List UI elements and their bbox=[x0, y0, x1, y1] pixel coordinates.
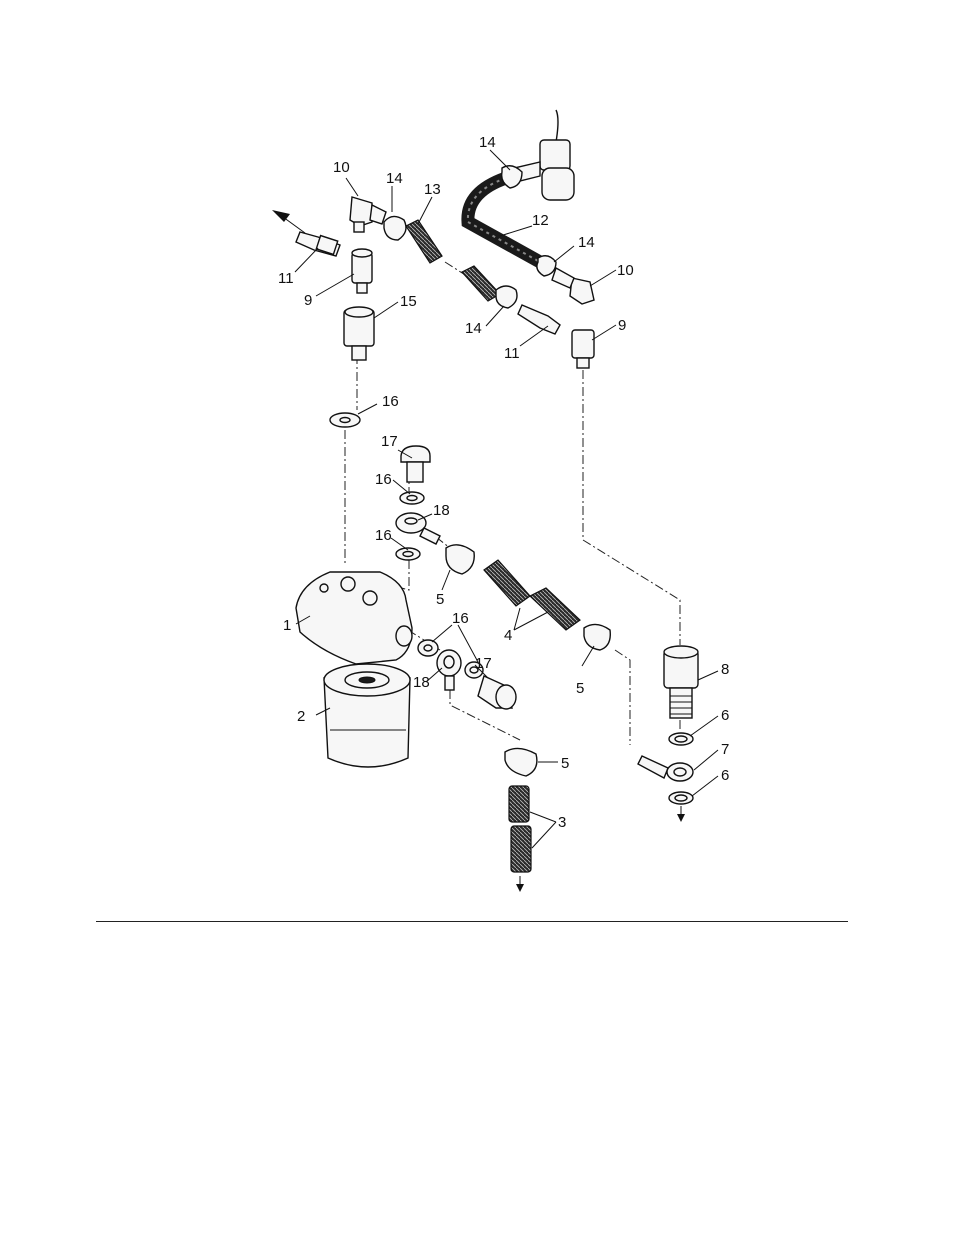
callout-9-left: 9 bbox=[304, 292, 312, 309]
callout-17-top: 17 bbox=[381, 433, 398, 450]
callout-5-right: 5 bbox=[576, 680, 584, 697]
callout-16-top: 16 bbox=[382, 393, 399, 410]
callout-12: 12 bbox=[532, 212, 549, 229]
part-5-clamp-lower bbox=[505, 748, 537, 776]
callout-16-centre-lower: 16 bbox=[375, 527, 392, 544]
horizontal-rule bbox=[96, 921, 848, 922]
part-3-hose-vertical bbox=[509, 786, 531, 892]
outlet-arrow-top bbox=[272, 210, 305, 233]
callout-6-lower: 6 bbox=[721, 767, 729, 784]
callout-14-top: 14 bbox=[479, 134, 496, 151]
part-5-clamp-upper bbox=[446, 545, 474, 574]
callout-10-right: 10 bbox=[617, 262, 634, 279]
callout-1: 1 bbox=[283, 617, 291, 634]
callout-4: 4 bbox=[504, 627, 512, 644]
callout-6-upper: 6 bbox=[721, 707, 729, 724]
callout-16-lower: 16 bbox=[452, 610, 469, 627]
part-9-left-tee bbox=[352, 249, 372, 293]
part-18-banjo-lower bbox=[437, 650, 461, 690]
callout-17-lower: 17 bbox=[475, 655, 492, 672]
part-7-banjo-line bbox=[638, 756, 693, 822]
callout-16-centre-upper: 16 bbox=[375, 471, 392, 488]
callout-8: 8 bbox=[721, 661, 729, 678]
part-11-right-fitting bbox=[518, 305, 560, 334]
part-14-clamp-top bbox=[502, 166, 522, 188]
part-8-adapter bbox=[664, 646, 698, 718]
callout-14-left: 14 bbox=[386, 170, 403, 187]
part-11-left-fitting bbox=[296, 232, 340, 256]
callout-15: 15 bbox=[400, 293, 417, 310]
callout-10-left: 10 bbox=[333, 159, 350, 176]
part-17-banjo-bolt-top bbox=[401, 446, 430, 482]
callout-5-lower: 5 bbox=[561, 755, 569, 772]
callout-11-right: 11 bbox=[504, 345, 520, 362]
part-14-clamp-left bbox=[384, 216, 406, 240]
part-9-right-tee bbox=[572, 330, 594, 368]
callout-7: 7 bbox=[721, 741, 729, 758]
part-12-bent-hose bbox=[468, 178, 540, 262]
part-5-clamp-right bbox=[584, 624, 610, 650]
part-14-clamp-right bbox=[537, 256, 556, 276]
callout-11-left: 11 bbox=[278, 270, 294, 287]
callout-13: 13 bbox=[424, 181, 441, 198]
part-2-filter-element bbox=[324, 664, 410, 767]
part-15-adapter bbox=[344, 307, 374, 360]
part-10-right-elbow bbox=[552, 268, 594, 304]
part-14-clamp-mid bbox=[496, 286, 517, 308]
callout-9-right: 9 bbox=[618, 317, 626, 334]
part-10-left-elbow bbox=[350, 197, 386, 232]
part-4-hose-segments bbox=[484, 560, 580, 630]
callout-18-lower: 18 bbox=[413, 674, 430, 691]
callout-14-mid: 14 bbox=[465, 320, 482, 337]
callout-18-upper: 18 bbox=[433, 502, 450, 519]
callout-14-right: 14 bbox=[578, 234, 595, 251]
callout-2: 2 bbox=[297, 708, 305, 725]
part-17-banjo-bolt-lower bbox=[478, 676, 516, 709]
part-1-filter-head bbox=[296, 572, 412, 664]
callout-3: 3 bbox=[558, 814, 566, 831]
callout-5-upper: 5 bbox=[436, 591, 444, 608]
